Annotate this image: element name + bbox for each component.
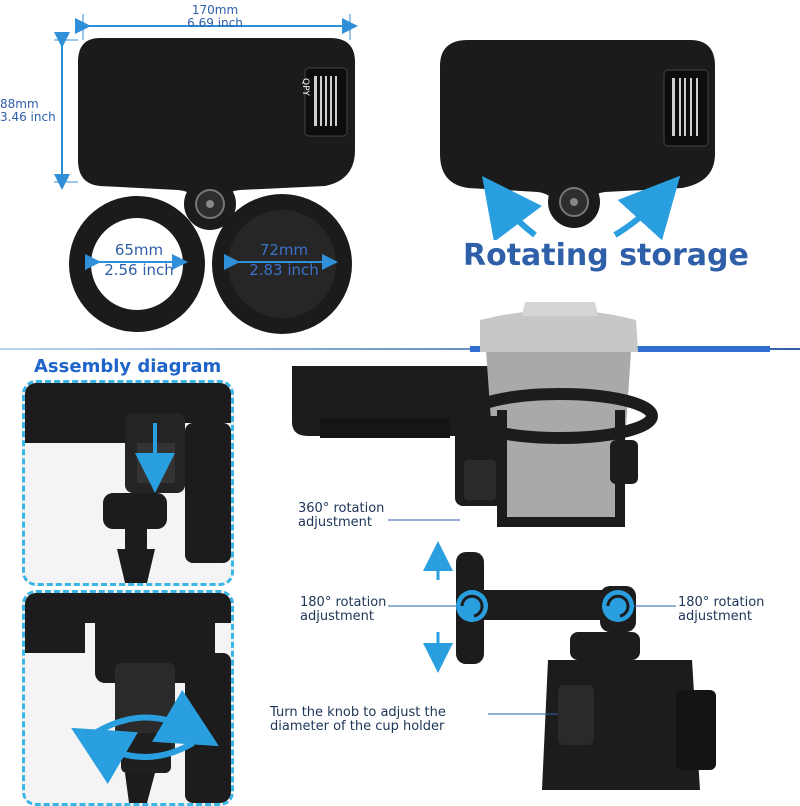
tray-body	[78, 38, 355, 205]
width-mm: 170mm	[191, 3, 239, 17]
callout-180-left-line2: adjustment	[300, 609, 374, 624]
left-hole-mm: 65mm	[114, 241, 164, 259]
callout-180-right: 180° rotation adjustment	[678, 596, 764, 624]
assembly-panel-bottom	[22, 590, 234, 806]
assembly-title: Assembly diagram	[34, 356, 222, 377]
callout-360-rotation: 360° rotation adjustment	[298, 502, 384, 530]
height-inch: 3.46 inch	[0, 110, 56, 124]
assembly-step2-drawing	[25, 593, 231, 803]
left-hole-inch: 2.56 inch	[104, 261, 174, 279]
cup-holder-product-drawing	[292, 302, 716, 790]
right-hole-inch: 2.83 inch	[249, 261, 319, 279]
height-mm: 88mm	[0, 97, 39, 111]
callout-360-line1: 360° rotation	[298, 501, 385, 516]
callout-180-right-line2: adjustment	[678, 609, 752, 624]
assembly-panel-top	[22, 380, 234, 586]
callout-knob-line1: Turn the knob to adjust the	[270, 705, 446, 720]
rotating-tray-drawing	[440, 40, 715, 240]
callout-180-right-line1: 180° rotation	[678, 595, 765, 610]
callout-180-left-line1: 180° rotation	[300, 595, 387, 610]
callout-knob-line2: diameter of the cup holder	[270, 719, 445, 734]
rotating-storage-label: Rotating storage	[463, 238, 749, 273]
callout-360-line2: adjustment	[298, 515, 372, 530]
logo-text: QPY	[300, 78, 310, 96]
callout-180-left: 180° rotation adjustment	[300, 596, 386, 624]
assembly-step1-drawing	[25, 383, 231, 583]
tray-dimension-drawing	[54, 14, 358, 334]
right-hole-mm: 72mm	[259, 241, 309, 259]
callout-knob: Turn the knob to adjust the diameter of …	[270, 706, 446, 734]
width-inch: 6.69 inch	[187, 16, 243, 30]
section-divider	[0, 348, 800, 350]
